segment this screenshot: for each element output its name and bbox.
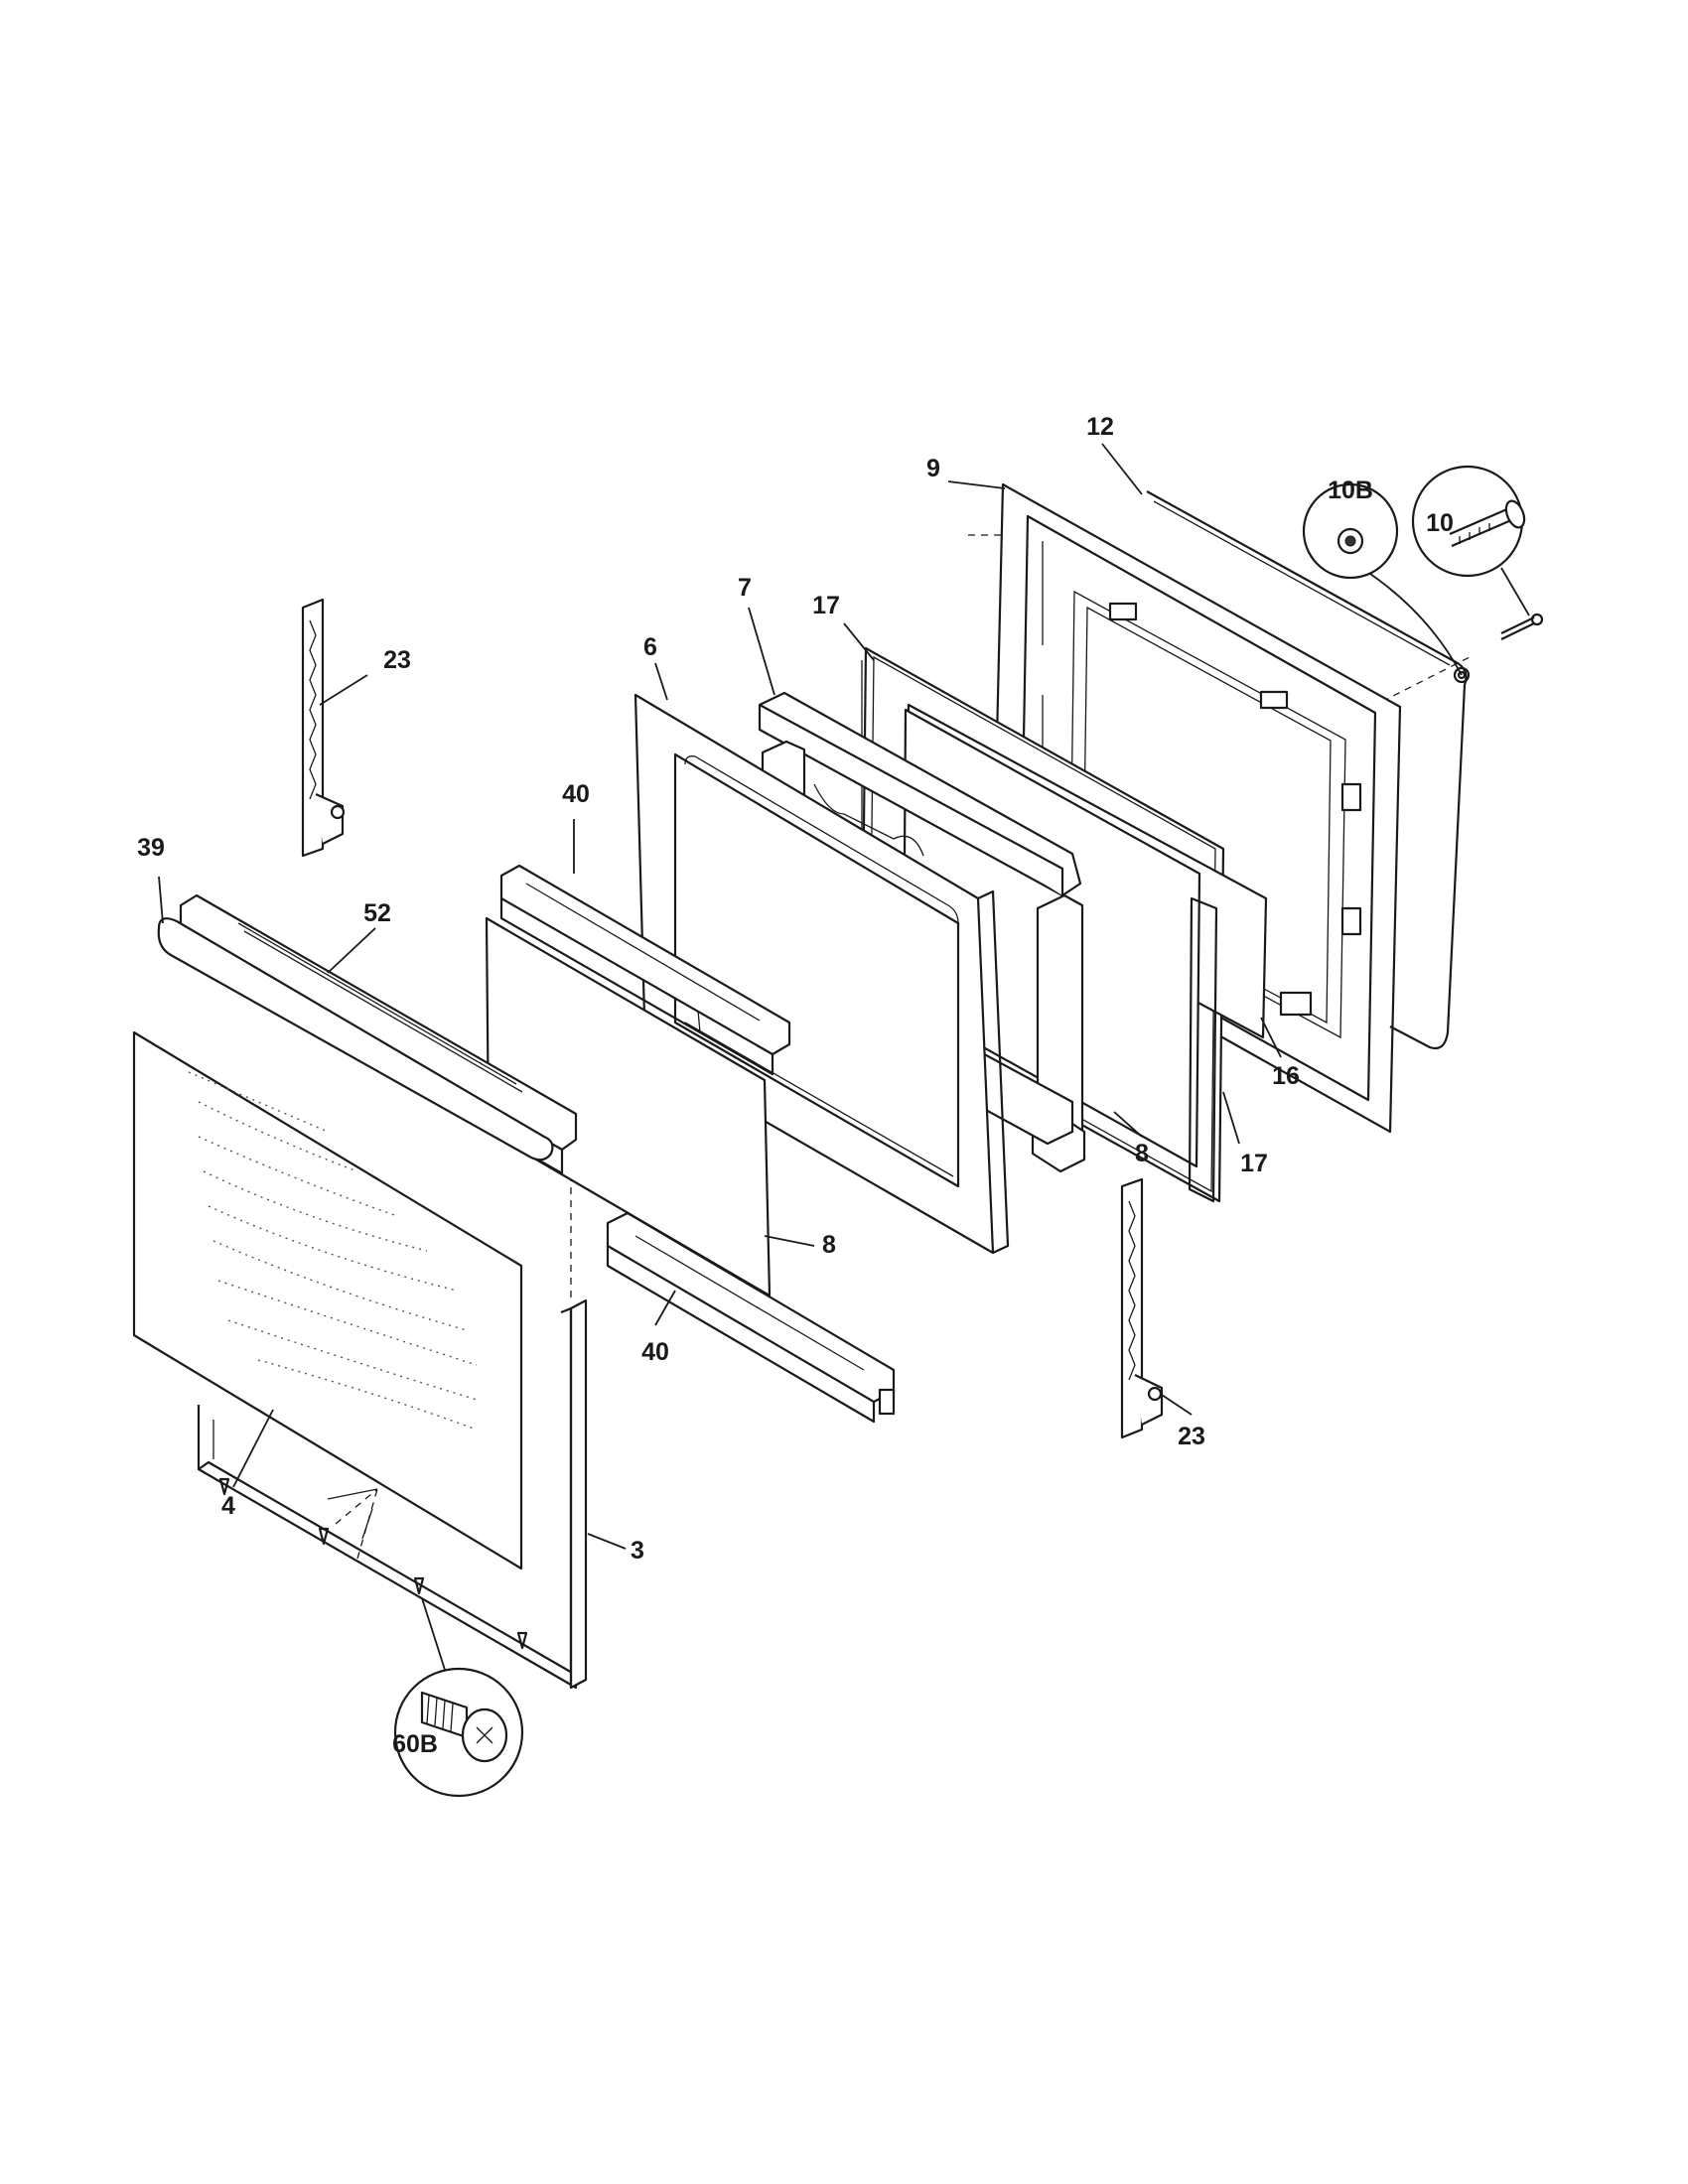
detail-bubble-60b — [393, 1597, 524, 1798]
washer-10b-installed — [1453, 666, 1471, 684]
part-23-hinge-bottom — [1120, 1177, 1164, 1439]
callout-17-top: 17 — [812, 592, 840, 619]
callout-40-bottom: 40 — [641, 1338, 669, 1366]
callout-labels: 12 9 10B 10 7 17 6 23 40 39 52 16 8 17 8… — [137, 413, 1454, 1758]
part-3-outer-door-panel — [197, 1298, 588, 1690]
part-23-hinge-top — [301, 598, 346, 858]
callout-4: 4 — [221, 1492, 235, 1520]
callout-9: 9 — [926, 455, 940, 482]
callout-23-top: 23 — [383, 646, 411, 674]
detail-bubble-10b — [1302, 482, 1463, 676]
callout-40-top: 40 — [562, 780, 590, 808]
callout-3: 3 — [631, 1537, 644, 1565]
callout-16: 16 — [1272, 1062, 1300, 1090]
part-6-door-frame — [633, 693, 1010, 1255]
assembly-axis-lines — [335, 534, 1471, 1560]
part-4-outer-glass — [132, 1030, 523, 1570]
part-40-bottom-rail — [606, 1211, 896, 1424]
callout-39: 39 — [137, 834, 165, 862]
callout-7: 7 — [738, 574, 752, 602]
callout-8-right: 8 — [1135, 1140, 1149, 1167]
screws-60b-installed — [218, 1477, 528, 1650]
callout-23-bottom: 23 — [1178, 1423, 1205, 1450]
callout-8-mid: 8 — [822, 1231, 836, 1259]
part-8-glass-panel-middle — [485, 916, 772, 1297]
callout-leaders — [158, 443, 1282, 1550]
detail-bubble-10 — [1411, 465, 1530, 616]
callout-52: 52 — [363, 899, 391, 927]
part-39-door-handle — [157, 917, 554, 1161]
callout-10: 10 — [1426, 509, 1454, 537]
callout-6: 6 — [643, 633, 657, 661]
callout-60b: 60B — [392, 1730, 438, 1758]
part-40-top-rail — [499, 864, 791, 1076]
callout-10b: 10B — [1328, 477, 1373, 504]
callout-12: 12 — [1086, 413, 1114, 441]
callout-17-bottom: 17 — [1240, 1150, 1268, 1177]
screw-10-installed — [1500, 613, 1544, 640]
